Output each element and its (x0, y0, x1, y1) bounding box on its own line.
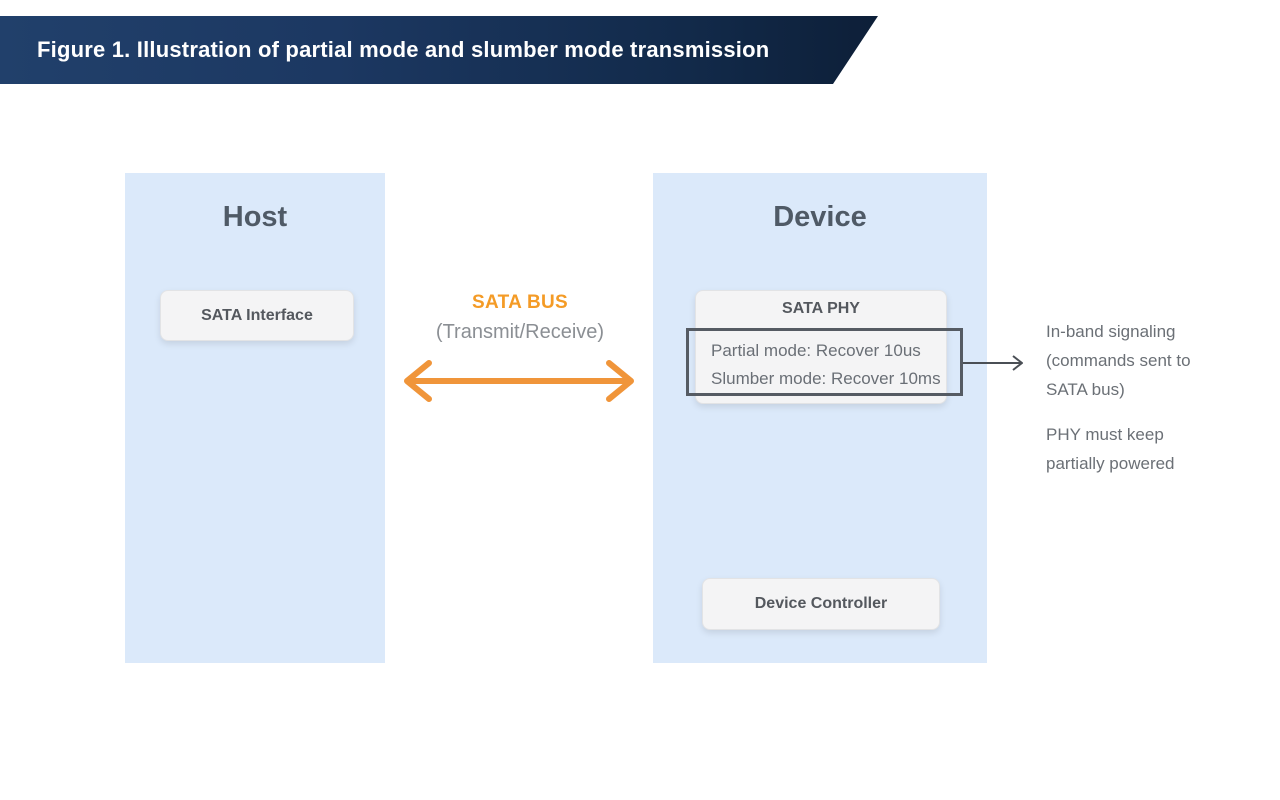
right-arrow-icon (963, 353, 1031, 378)
phy-power-annotation: PHY must keep partially powered (1046, 420, 1261, 478)
annotation-line: (commands sent to (1046, 351, 1191, 370)
annotation-line: PHY must keep (1046, 425, 1164, 444)
device-panel-title: Device (773, 201, 867, 233)
partial-mode-line: Partial mode: Recover 10us (711, 341, 921, 360)
host-panel: Host (125, 173, 385, 663)
slumber-mode-line: Slumber mode: Recover 10ms (711, 369, 941, 388)
host-panel-title: Host (222, 201, 288, 233)
annotation-line: In-band signaling (1046, 322, 1176, 341)
sata-bus-label: SATA BUS (472, 292, 568, 313)
sata-phy-label: SATA PHY (782, 300, 860, 317)
sata-phy-box: SATA PHY (695, 290, 947, 404)
sata-interface-label: SATA Interface (201, 306, 313, 324)
inband-annotation: In-band signaling (commands sent to SATA… (1046, 317, 1261, 404)
device-controller-box: Device Controller (702, 578, 940, 630)
double-headed-arrow-icon (400, 358, 638, 409)
annotation-line: SATA bus) (1046, 380, 1125, 399)
figure-title-banner: Figure 1. Illustration of partial mode a… (0, 16, 878, 84)
annotations: In-band signaling (commands sent to SATA… (1046, 317, 1261, 478)
annotation-line: partially powered (1046, 454, 1175, 473)
phy-modes-box: Partial mode: Recover 10us Slumber mode:… (686, 328, 963, 396)
figure-title: Figure 1. Illustration of partial mode a… (37, 37, 770, 62)
sata-bus-sublabel: (Transmit/Receive) (435, 321, 605, 343)
sata-bus-labels: SATA BUS (Transmit/Receive) (400, 292, 640, 344)
sata-interface-box: SATA Interface (160, 290, 354, 341)
device-controller-label: Device Controller (754, 595, 888, 612)
